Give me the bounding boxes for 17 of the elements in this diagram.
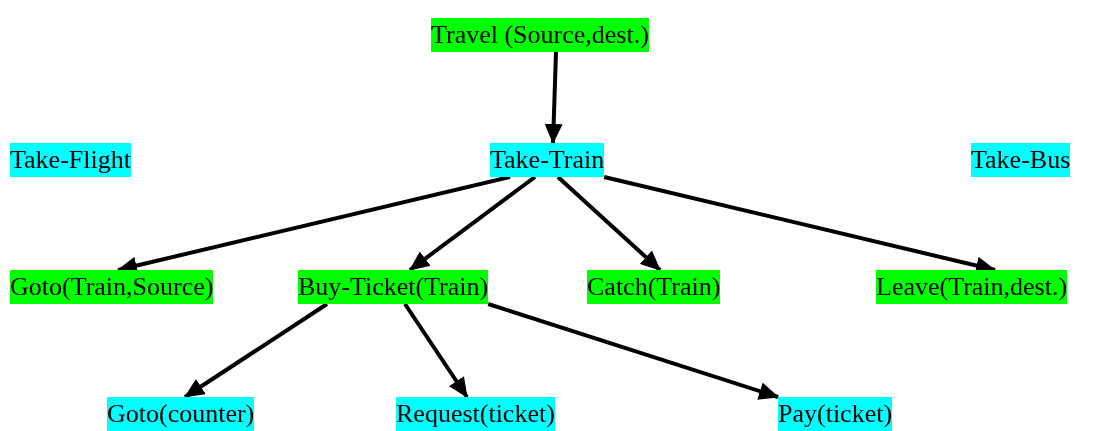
- arrow: [403, 302, 469, 399]
- label-box: Catch(Train): [587, 270, 721, 304]
- label-box: Travel (Source,dest.): [431, 18, 649, 52]
- arrow: [544, 51, 563, 144]
- label-box: Take-Train: [490, 143, 605, 177]
- label-box: Buy-Ticket(Train): [298, 270, 489, 304]
- label-box: Take-Flight: [10, 143, 131, 177]
- arrow: [487, 302, 779, 400]
- arrow: [556, 175, 662, 272]
- label-box: Leave(Train,dest.): [876, 270, 1068, 304]
- label-box: Pay(ticket): [778, 397, 893, 431]
- label-box: Request(ticket): [396, 397, 555, 431]
- arrow: [183, 302, 329, 399]
- arrow: [408, 175, 537, 272]
- label-box: Goto(Train,Source): [10, 270, 214, 304]
- label-box: Goto(counter): [107, 397, 255, 431]
- label-box: Take-Bus: [971, 143, 1071, 177]
